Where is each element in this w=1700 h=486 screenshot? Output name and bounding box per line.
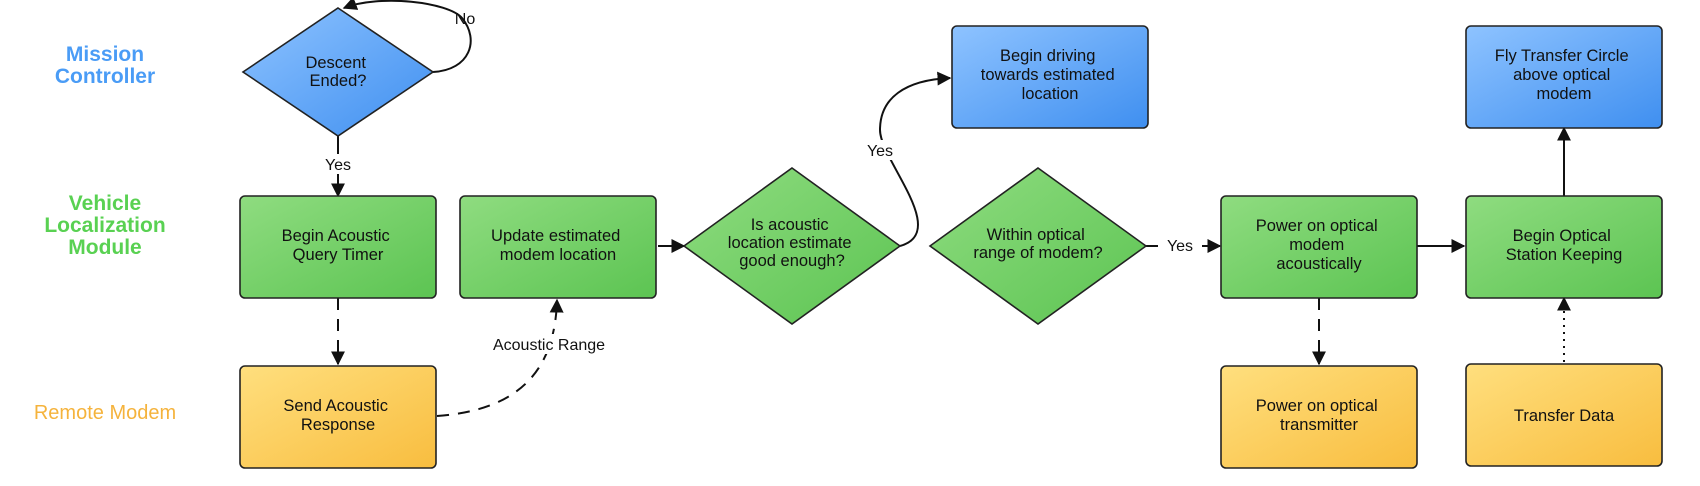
node-update-estimated-location: Update estimated modem location (459, 195, 657, 299)
process-box (239, 195, 437, 299)
node-label-line: Fly Transfer Circle (1495, 47, 1629, 65)
edge-response-to-update (436, 298, 564, 417)
node-fly-transfer-circle: Fly Transfer Circle above optical modem (1465, 25, 1663, 129)
node-label-line: Power on optical (1256, 397, 1378, 415)
node-label-line: Station Keeping (1506, 246, 1623, 264)
node-label-line: Descent (305, 54, 366, 72)
node-label-line: Begin driving (1000, 47, 1095, 65)
edge-label-no: No (455, 11, 476, 28)
node-begin-optical-station-keeping: Begin Optical Station Keeping (1465, 195, 1663, 299)
node-label-line: Query Timer (293, 246, 384, 264)
process-box (1465, 363, 1663, 467)
node-label-line: good enough? (739, 252, 845, 270)
node-begin-driving: Begin driving towards estimated location (951, 25, 1149, 129)
edge-label-background (316, 154, 360, 174)
node-label-line: Ended? (310, 72, 367, 90)
lane-label-line: Localization (44, 214, 166, 237)
process-box (1220, 195, 1418, 299)
decision-diamond (928, 167, 1148, 325)
edge-label-background (466, 334, 632, 354)
lane-label-mission-controller: Mission Controller (20, 44, 190, 88)
node-label: Begin Acoustic Query Timer (282, 227, 395, 264)
lane-label-line: Mission (65, 43, 145, 66)
edge-isgood-to-driving (878, 71, 952, 247)
node-label: Begin driving towards estimated location (981, 47, 1120, 103)
node-label-line: Update estimated (491, 227, 620, 245)
node-label: Transfer Data (1514, 407, 1615, 425)
node-label-line: towards estimated (981, 66, 1115, 84)
lane-label-line: Controller (54, 65, 156, 88)
process-box (459, 195, 657, 299)
node-label-line: transmitter (1280, 416, 1358, 434)
lane-label-line: Module (68, 236, 142, 259)
node-label-line: Within optical (987, 226, 1085, 244)
edge-label-background (1158, 236, 1202, 256)
node-label-line: Power on optical (1256, 217, 1378, 235)
edge-label-yes-good: Yes (867, 143, 893, 160)
node-label: Fly Transfer Circle above optical modem (1495, 47, 1633, 103)
node-label-line: location (1022, 85, 1079, 103)
node-label-line: Send Acoustic (283, 397, 388, 415)
process-box (951, 25, 1149, 129)
node-label: Send Acoustic Response (283, 397, 392, 434)
node-within-optical-range: Within optical range of modem? (928, 167, 1148, 325)
node-label: Update estimated modem location (491, 227, 625, 264)
lane-label-line: Vehicle (68, 192, 142, 215)
node-begin-acoustic-query-timer: Begin Acoustic Query Timer (239, 195, 437, 299)
node-send-acoustic-response: Send Acoustic Response (239, 365, 437, 469)
lane-label-vehicle-localization-module: Vehicle Localization Module (10, 193, 200, 259)
node-power-on-optical-modem: Power on optical modem acoustically (1220, 195, 1418, 299)
decision-diamond (682, 167, 902, 325)
node-label-line: Begin Acoustic (282, 227, 390, 245)
node-is-acoustic-good-enough: Is acoustic location estimate good enoug… (682, 167, 902, 325)
node-label-line: modem location (500, 246, 616, 264)
process-box (1465, 25, 1663, 129)
edge-label-yes-range: Yes (1167, 238, 1193, 255)
node-label-line: Response (301, 416, 375, 434)
node-descent-ended: Descent Ended? (241, 7, 435, 137)
edge-label-yes-descent: Yes (325, 157, 351, 174)
node-label: Is acoustic location estimate good enoug… (728, 216, 856, 270)
process-box (1465, 195, 1663, 299)
node-label-line: Transfer Data (1514, 407, 1615, 425)
lane-label-remote-modem: Remote Modem (33, 402, 177, 424)
node-label-line: location estimate (728, 234, 852, 252)
node-label: Begin Optical Station Keeping (1506, 227, 1623, 264)
node-power-on-optical-transmitter: Power on optical transmitter (1220, 365, 1418, 469)
node-label: Power on optical modem acoustically (1256, 217, 1383, 273)
decision-diamond (241, 7, 435, 137)
node-label: Power on optical transmitter (1256, 397, 1383, 434)
edge-label-background (860, 140, 900, 160)
node-label-line: above optical (1513, 66, 1610, 84)
node-label-line: Is acoustic (751, 216, 829, 234)
edge-label-acoustic-range: Acoustic Range (493, 337, 605, 354)
node-transfer-data: Transfer Data (1465, 363, 1663, 467)
node-label-line: acoustically (1276, 255, 1362, 273)
edge-no-loop (342, 0, 472, 73)
process-box (239, 365, 437, 469)
process-box (1220, 365, 1418, 469)
node-label-line: modem (1289, 236, 1344, 254)
node-label: Descent Ended? (305, 54, 370, 90)
node-label-line: Begin Optical (1513, 227, 1611, 245)
node-label-line: modem (1536, 85, 1591, 103)
node-label: Within optical range of modem? (973, 226, 1102, 262)
node-label-line: range of modem? (973, 244, 1102, 262)
